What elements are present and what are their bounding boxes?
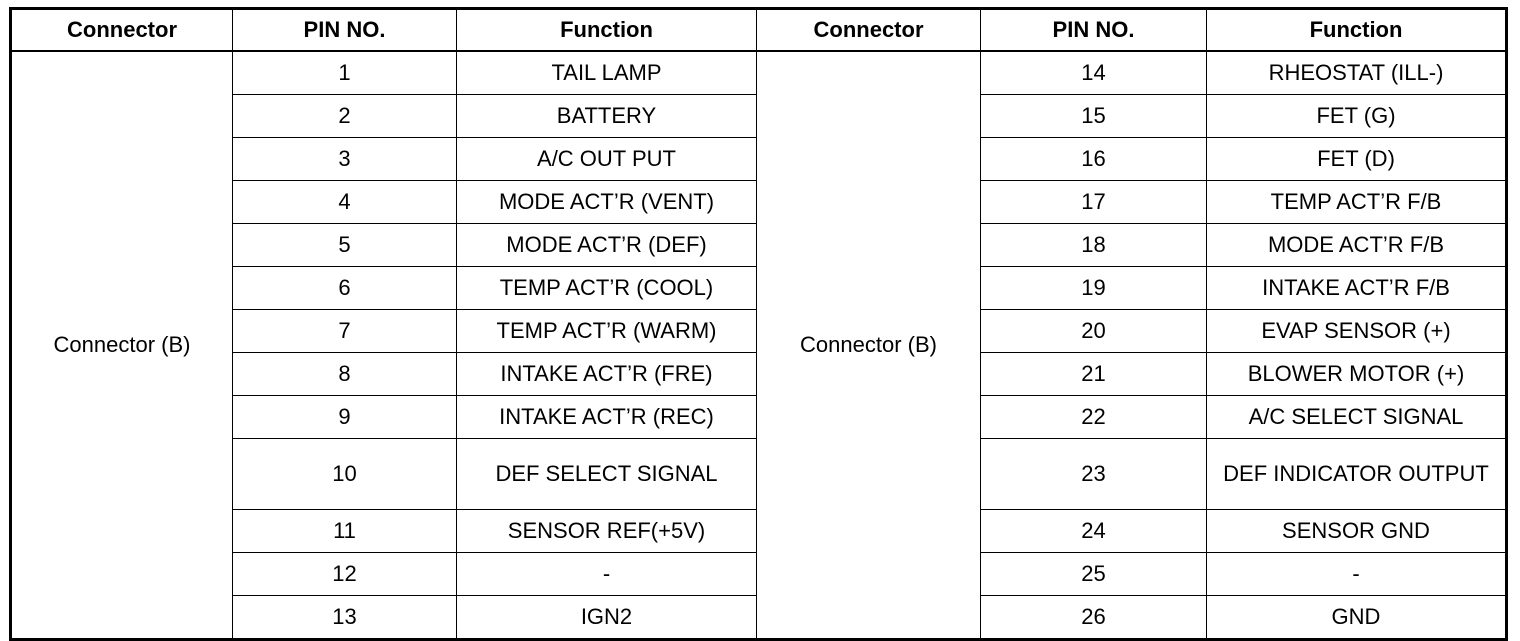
pin-number-left: 5 [232,223,457,267]
header-pin-right: PIN NO. [980,8,1207,52]
pin-number-left: 13 [232,595,457,640]
connector-pin-table: Connector PIN NO. Function Connector PIN… [9,7,1508,641]
pin-function-right: A/C SELECT SIGNAL [1206,395,1507,439]
pin-function-left: INTAKE ACT’R (REC) [456,395,757,439]
header-function-right: Function [1206,8,1507,52]
pin-number-left: 9 [232,395,457,439]
pin-number-right: 19 [980,266,1207,310]
pin-number-left: 12 [232,552,457,596]
pin-number-right: 15 [980,94,1207,138]
pin-number-left: 2 [232,94,457,138]
pin-number-right: 22 [980,395,1207,439]
pin-function-right: RHEOSTAT (ILL-) [1206,50,1507,95]
header-row: Connector PIN NO. Function Connector PIN… [10,8,1507,52]
pin-table-container: Connector PIN NO. Function Connector PIN… [9,7,1508,641]
pin-function-right: SENSOR GND [1206,509,1507,553]
pin-number-left: 4 [232,180,457,224]
pin-number-right: 21 [980,352,1207,396]
pin-number-right: 24 [980,509,1207,553]
pin-function-left: MODE ACT’R (DEF) [456,223,757,267]
header-connector-left: Connector [10,8,233,52]
pin-function-right: FET (G) [1206,94,1507,138]
pin-function-right: FET (D) [1206,137,1507,181]
pin-function-right: BLOWER MOTOR (+) [1206,352,1507,396]
pin-number-left: 6 [232,266,457,310]
table-row: 12-25- [11,552,1507,596]
pin-function-left: A/C OUT PUT [456,137,757,181]
header-function-left: Function [456,8,757,52]
pin-number-left: 10 [232,438,457,510]
pin-function-right: MODE ACT’R F/B [1206,223,1507,267]
pin-function-right: DEF INDICATOR OUTPUT [1206,438,1507,510]
pin-number-right: 20 [980,309,1207,353]
pin-function-right: TEMP ACT’R F/B [1206,180,1507,224]
pin-number-left: 7 [232,309,457,353]
connector-label-left: Connector (B) [10,50,233,640]
pin-number-right: 17 [980,180,1207,224]
pin-function-left: IGN2 [456,595,757,640]
pin-function-left: BATTERY [456,94,757,138]
header-pin-left: PIN NO. [232,8,457,52]
pin-function-right: GND [1206,595,1507,640]
pin-function-left: INTAKE ACT’R (FRE) [456,352,757,396]
pin-function-left: SENSOR REF(+5V) [456,509,757,553]
connector-label-right: Connector (B) [756,50,981,640]
pin-function-left: TEMP ACT’R (WARM) [456,309,757,353]
pin-number-left: 11 [232,509,457,553]
pin-number-right: 25 [980,552,1207,596]
pin-number-left: 1 [232,50,457,95]
pin-number-right: 14 [980,50,1207,95]
pin-function-right: EVAP SENSOR (+) [1206,309,1507,353]
pin-number-left: 8 [232,352,457,396]
pin-function-left: DEF SELECT SIGNAL [456,438,757,510]
pin-function-right: - [1206,552,1507,596]
pin-number-left: 3 [232,137,457,181]
pin-number-right: 26 [980,595,1207,640]
pin-function-left: TEMP ACT’R (COOL) [456,266,757,310]
pin-function-left: TAIL LAMP [456,50,757,95]
pin-number-right: 18 [980,223,1207,267]
pin-function-left: - [456,552,757,596]
header-connector-right: Connector [756,8,981,52]
pin-number-right: 16 [980,137,1207,181]
pin-function-right: INTAKE ACT’R F/B [1206,266,1507,310]
pin-number-right: 23 [980,438,1207,510]
pin-function-left: MODE ACT’R (VENT) [456,180,757,224]
